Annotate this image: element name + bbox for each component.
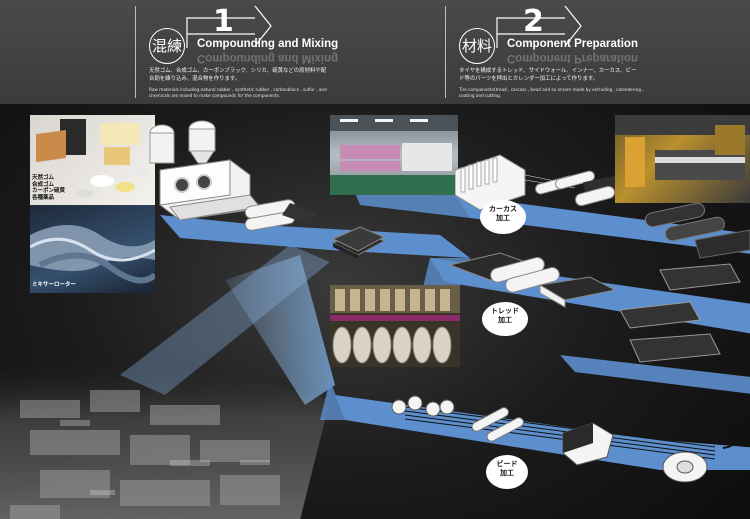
carcass-rollers xyxy=(645,202,750,259)
calender-factory-photo xyxy=(330,115,458,195)
step-title: Component Preparation xyxy=(507,38,638,50)
label-line: 加工 xyxy=(500,468,514,477)
step-title: Compounding and Mixing xyxy=(197,38,339,50)
divider-line xyxy=(445,6,446,98)
divider-line xyxy=(135,6,136,98)
compound-sheet-stack xyxy=(331,226,386,259)
step-description-jp: タイヤを構成するトレッド、サイドウォール、インナー、カーカス、ビード等のパーツを… xyxy=(459,68,637,82)
bead-process-label: ビード 加工 xyxy=(486,455,528,489)
material-item: 各種薬品 xyxy=(32,194,55,201)
step-title-reflection: Component Preparation xyxy=(507,52,638,64)
step-kanji: 材料 xyxy=(459,28,495,64)
step-arrow-icon xyxy=(186,5,272,48)
creel-rack-machine xyxy=(455,154,632,211)
material-item: 合成ゴム xyxy=(32,181,55,188)
factory-aerial-background xyxy=(0,350,330,519)
raw-materials-photo: 天然ゴム 合成ゴム カーボン硫黄 各種薬品 xyxy=(30,115,155,205)
step-description-en: Raw materials including natural rubber ,… xyxy=(149,87,327,98)
bead-wire-line xyxy=(391,395,739,483)
tread-rolls-photo xyxy=(330,285,460,367)
carcass-machine-illustration xyxy=(615,115,750,187)
mixer-rotor-label: ミキサーローター xyxy=(32,282,77,288)
step-compounding: 混練 1 Compounding and Mixing Compounding … xyxy=(135,0,440,104)
label-line: 加工 xyxy=(498,315,512,324)
mixer-rotor-illustration xyxy=(30,225,155,284)
material-item: カーボン硫黄 xyxy=(32,188,66,194)
step-number: 2 xyxy=(523,4,544,39)
step-number: 1 xyxy=(213,4,234,39)
tread-rolls-illustration xyxy=(330,285,460,364)
label-line: ビード xyxy=(496,460,518,468)
mixer-rotor-photo: ミキサーローター xyxy=(30,205,155,293)
step-kanji: 混練 xyxy=(149,28,185,64)
step-description-jp: 天然ゴム、合成ゴム、カーボンブラック、シリカ、硫黄などの原材料や配合剤を練り込み… xyxy=(149,68,327,82)
label-line: 加工 xyxy=(496,213,510,222)
carcass-process-label: カーカス 加工 xyxy=(480,200,526,234)
cut-sheets xyxy=(619,263,741,363)
step-component-preparation: 材料 2 Component Preparation Component Pre… xyxy=(445,0,750,104)
material-item: 天然ゴム xyxy=(32,175,55,181)
step-title-reflection: Compounding and Mixing xyxy=(197,52,339,64)
label-line: トレッド xyxy=(491,307,519,315)
step-arrow-icon xyxy=(496,5,582,48)
raw-materials-illustration xyxy=(36,119,148,197)
carcass-machine-photo xyxy=(615,115,750,203)
header-band xyxy=(0,0,750,104)
step-description-en: Tire components(tread , carcass , bead a… xyxy=(459,87,644,98)
materials-label: 天然ゴム 合成ゴム カーボン硫黄 各種薬品 xyxy=(32,175,72,201)
label-line: カーカス xyxy=(489,205,517,213)
mixer-machine xyxy=(149,120,318,231)
tread-process-label: トレッド 加工 xyxy=(482,302,528,336)
tread-extruder xyxy=(448,252,617,308)
factory-interior-illustration xyxy=(330,115,458,195)
